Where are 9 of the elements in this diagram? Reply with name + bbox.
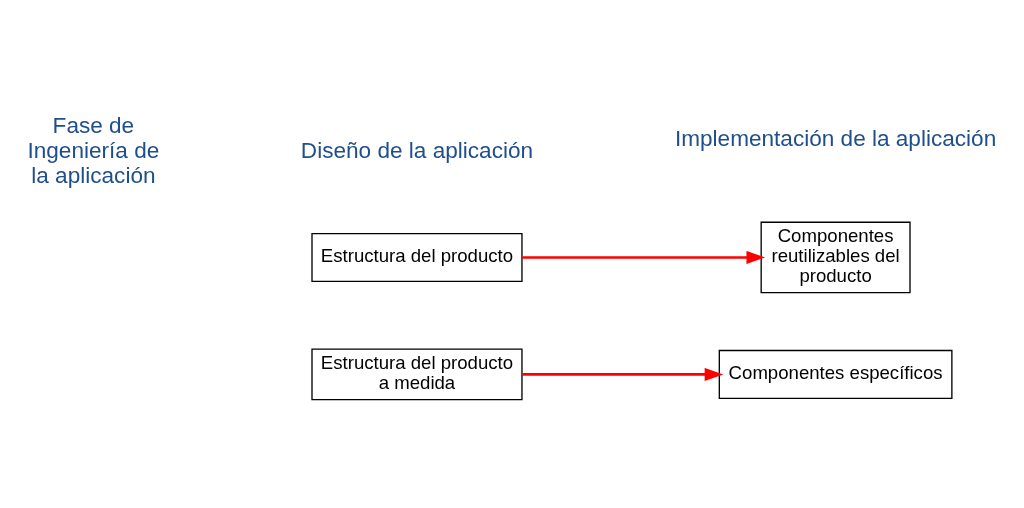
label: Fase de Ingeniería de la aplicación [27, 112, 160, 188]
node-box: Componentes específicos [718, 349, 953, 399]
node-box: Componentes reutilizables del producto [760, 221, 911, 293]
node-box: Estructura del producto [311, 232, 523, 282]
arrow [522, 367, 724, 381]
arrow [522, 250, 766, 264]
node-box: Estructura del producto a medida [311, 348, 523, 400]
label: Implementación de la aplicación [674, 125, 997, 151]
label: Diseño de la aplicación [300, 137, 534, 163]
